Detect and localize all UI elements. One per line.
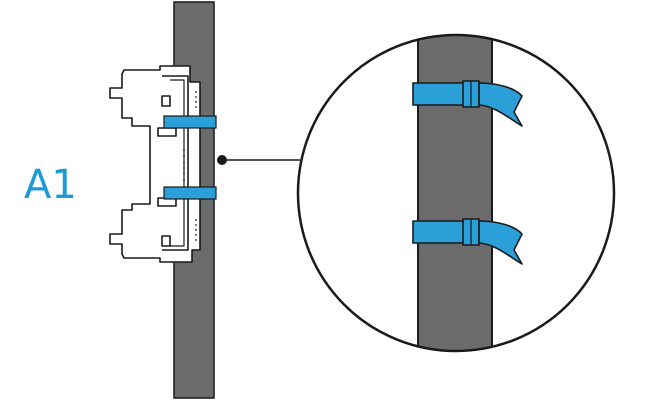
bracket-vent-dots <box>183 91 197 241</box>
step-label: A1 <box>24 162 77 208</box>
upper-strap <box>163 115 217 129</box>
detail-upper-strap <box>412 80 523 127</box>
detail-pole <box>417 35 493 351</box>
detail-lower-strap <box>412 218 523 265</box>
cable-tie-straps <box>163 115 217 200</box>
detail-circle-outline <box>296 33 616 353</box>
mounting-bracket <box>109 65 201 263</box>
lower-strap <box>163 186 217 200</box>
magnified-detail-view <box>296 33 616 353</box>
